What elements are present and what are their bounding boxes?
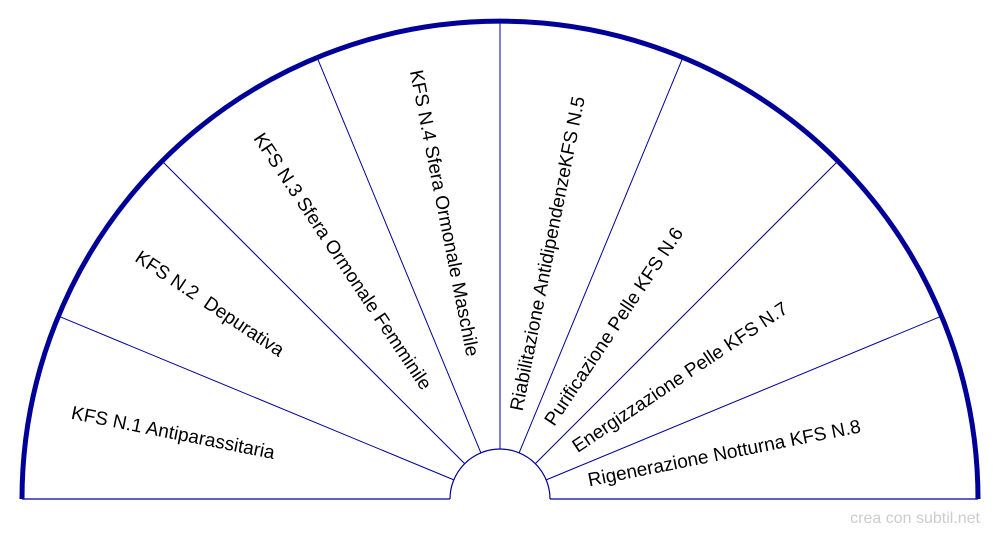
segment-label-8: Rigenerazione Notturna KFS N.8 (586, 416, 863, 491)
segment-divider (518, 57, 684, 453)
segment-divider (58, 315, 454, 481)
credit-text: crea con subtil.net (850, 510, 980, 527)
segment-label-1: KFS N.1 Antiparassitaria (69, 403, 277, 464)
inner-hub-arc (449, 448, 551, 500)
segment-divider (546, 315, 942, 481)
segment-divider (161, 160, 465, 464)
segment-divider (316, 57, 482, 453)
segment-label-7: Energizzazione Pelle KFS N.7 (569, 298, 792, 457)
segment-divider (535, 160, 839, 464)
segment-labels: KFS N.1 Antiparassitaria KFS N.2 Depurati… (69, 68, 862, 491)
outer-arc (19, 18, 981, 500)
segment-label-4: KFS N.4 Sfera Ormonale Maschile (405, 68, 482, 358)
segment-dividers (58, 21, 942, 481)
segment-label-2: KFS N.2 Depurativa (131, 247, 288, 362)
